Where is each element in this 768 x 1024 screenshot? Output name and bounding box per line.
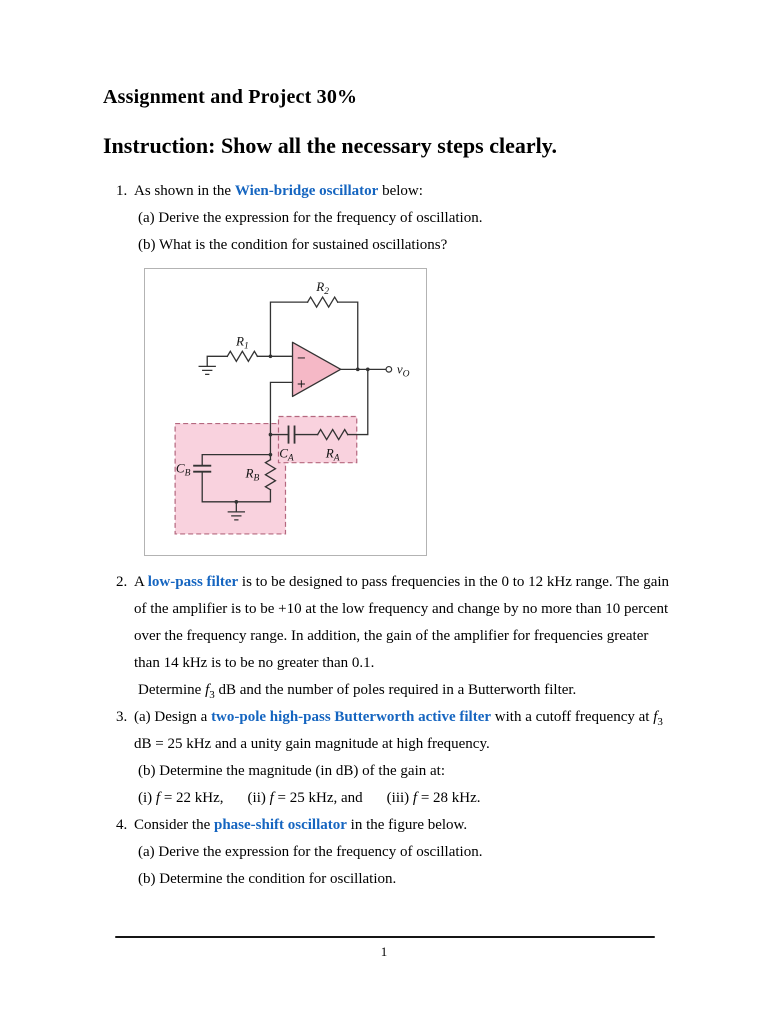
text-segment: (iii): [386, 790, 413, 806]
opamp-inverting-input-label: −: [297, 350, 307, 364]
text-segment: dB and the number of poles required in a…: [214, 682, 577, 698]
label-r2: R2: [315, 279, 329, 297]
opamp: − +: [291, 341, 342, 398]
wien-bridge-schematic: − +: [174, 279, 410, 535]
resistor-r1: [226, 350, 259, 363]
label-ra: RA: [325, 446, 340, 464]
case-i: (i) f = 22 kHz,: [138, 790, 224, 806]
question-3-part-a-line-2: dB = 25 kHz and a unity gain magnitude a…: [134, 736, 490, 752]
label-ca: CA: [279, 446, 294, 464]
symbol-f: f: [269, 790, 274, 806]
keyword-low-pass-filter: low-pass filter: [147, 574, 239, 590]
label-rb: RB: [244, 466, 259, 484]
output-branch: [340, 365, 393, 373]
junction-dots: [234, 354, 370, 504]
question-4-number: 4.: [116, 817, 128, 833]
symbol-f-subscript: 3: [657, 716, 663, 728]
symbol-f-subscript: 3: [209, 689, 215, 701]
resistor-r2: [306, 295, 339, 309]
page-title: Assignment and Project 30%: [103, 86, 358, 108]
resistor-ra: [316, 428, 349, 441]
question-3-part-a-line-1: (a) Design a two-pole high-pass Butterwo…: [134, 704, 672, 731]
question-1-intro: As shown in the Wien-bridge oscillator b…: [134, 178, 672, 205]
question-2-line-1: A low-pass filter is to be designed to p…: [134, 569, 672, 596]
opamp-triangle: [291, 341, 342, 398]
label-vout: vO: [397, 361, 410, 379]
wien-bridge-figure: − +: [144, 268, 427, 556]
capacitor-ca: [287, 425, 296, 444]
series-ca-ra-network: [269, 368, 369, 444]
r2-feedback-branch: [269, 295, 359, 371]
text-segment: = 25 kHz, and: [273, 790, 363, 806]
symbol-f: f: [205, 682, 210, 698]
footer-rule: [115, 936, 655, 938]
question-2-determine-line: Determine f3 dB and the number of poles …: [134, 677, 672, 704]
ground-symbol-bottom: [227, 511, 246, 521]
question-3-number: 3.: [116, 709, 128, 725]
text-segment: in the figure below.: [346, 817, 468, 833]
question-2-number: 2.: [116, 574, 128, 590]
question-4: 4. Consider the phase-shift oscillator i…: [103, 812, 672, 893]
question-1-part-a: (a) Derive the expression for the freque…: [138, 210, 483, 226]
resistor-rb: [264, 458, 277, 491]
symbol-f: f: [412, 790, 418, 806]
text-segment: = 28 kHz.: [417, 790, 481, 806]
case-iii: (iii) f = 28 kHz.: [387, 790, 481, 806]
instruction-heading: Instruction: Show all the necessary step…: [103, 133, 558, 158]
question-4-part-a: (a) Derive the expression for the freque…: [138, 844, 483, 860]
capacitor-cb: [193, 464, 212, 473]
text-segment: = 22 kHz,: [160, 790, 224, 806]
text-segment: Consider the: [134, 817, 214, 833]
question-2-line-4: than 14 kHz is to be no greater than 0.1…: [134, 655, 375, 671]
text-segment: below:: [378, 183, 423, 199]
symbol-f: f: [155, 790, 161, 806]
question-4-part-b: (b) Determine the condition for oscillat…: [138, 871, 397, 887]
text-segment: (ii): [247, 790, 270, 806]
question-1-number: 1.: [116, 183, 128, 199]
keyword-wien-bridge-oscillator: Wien-bridge oscillator: [234, 183, 379, 199]
page-number: 1: [380, 944, 388, 959]
question-3-cases-line: (i) f = 22 kHz, (ii) f = 25 kHz, and (iii)…: [134, 785, 672, 812]
text-segment: As shown in the: [134, 183, 235, 199]
keyword-phase-shift-oscillator: phase-shift oscillator: [214, 817, 347, 833]
label-r1: R1: [235, 333, 249, 351]
text-segment: with a cutoff frequency at: [491, 709, 654, 725]
question-3-part-b: (b) Determine the magnitude (in dB) of t…: [138, 763, 445, 779]
symbol-f: f: [653, 709, 658, 725]
text-segment: Determine: [138, 682, 206, 698]
opamp-noninverting-input-label: +: [297, 376, 307, 390]
parallel-cb-rb-network: [193, 453, 277, 521]
question-4-intro: Consider the phase-shift oscillator in t…: [134, 812, 672, 839]
question-2: 2. A low-pass filter is to be designed t…: [103, 569, 672, 704]
case-ii: (ii) f = 25 kHz, and: [248, 790, 363, 806]
ground-symbol-left: [198, 365, 216, 376]
question-2-line-2: of the amplifier is to be +10 at the low…: [134, 601, 669, 617]
series-network-highlight-box: [277, 415, 358, 464]
output-terminal: [385, 365, 393, 373]
text-segment: is to be designed to pass frequencies in…: [238, 574, 670, 590]
keyword-two-pole-high-pass-butterworth-active-filter: two-pole high-pass Butterworth active fi…: [211, 709, 492, 725]
text-segment: (i): [138, 790, 156, 806]
question-3: 3. (a) Design a two-pole high-pass Butte…: [103, 704, 672, 812]
text-segment: (a) Design a: [134, 709, 212, 725]
text-segment: A: [134, 574, 148, 590]
question-1-part-b: (b) What is the condition for sustained …: [138, 237, 448, 253]
noninverting-input-wire: [269, 381, 294, 456]
question-list: 1. As shown in the Wien-bridge oscillato…: [103, 178, 672, 893]
question-1: 1. As shown in the Wien-bridge oscillato…: [103, 178, 672, 569]
label-cb: CB: [176, 461, 191, 479]
parallel-network-highlight-box: [174, 422, 287, 535]
r1-input-branch: [198, 350, 294, 376]
question-2-line-3: over the frequency range. In addition, t…: [134, 628, 649, 644]
